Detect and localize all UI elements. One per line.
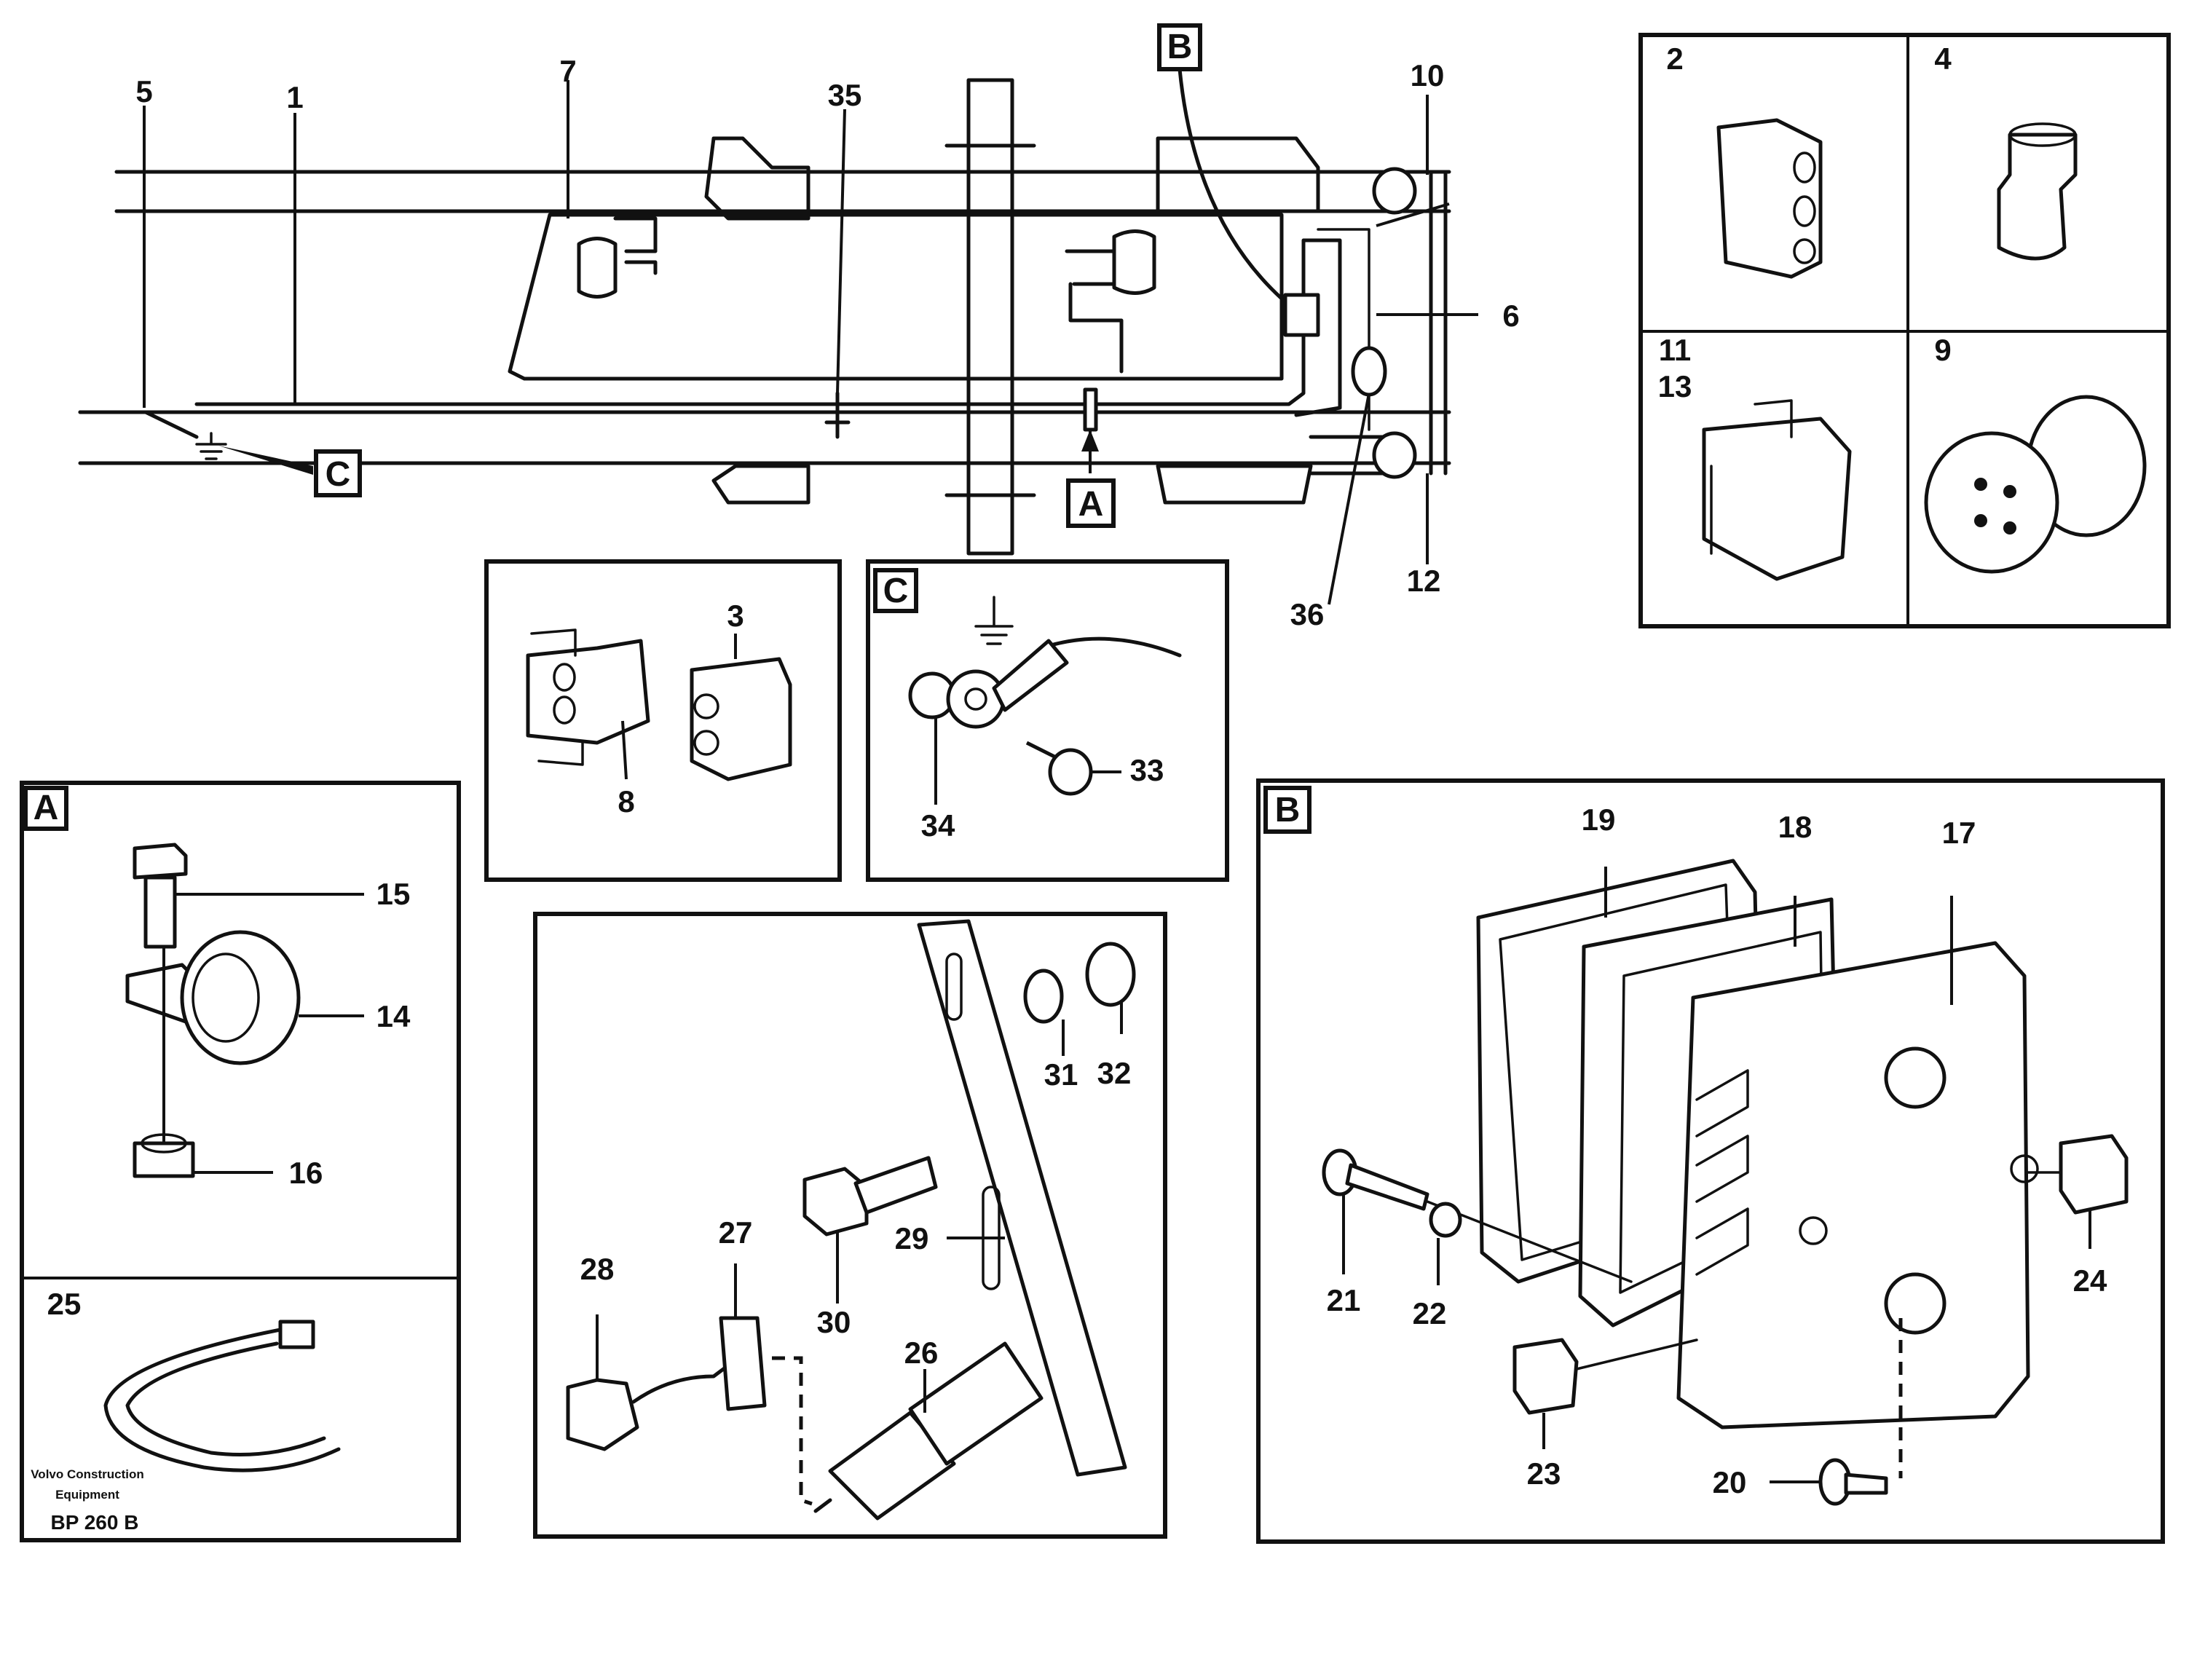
- callout-18: 18: [1778, 810, 1813, 844]
- callout-33: 33: [1130, 753, 1164, 787]
- callout-32: 32: [1097, 1056, 1132, 1090]
- detail-marker-b: B: [1167, 28, 1193, 66]
- callout-11: 11: [1659, 333, 1691, 367]
- ground-symbol-icon: [195, 432, 227, 460]
- callout-24: 24: [2073, 1263, 2107, 1298]
- detail-a-panel: [20, 781, 461, 1542]
- detail-c-label: C: [883, 572, 909, 610]
- brand-line-1: Volvo Construction: [31, 1467, 144, 1481]
- callout-15: 15: [376, 877, 411, 911]
- callout-19: 19: [1582, 802, 1616, 837]
- callout-35: 35: [828, 78, 862, 112]
- detail-c-label-box: [873, 568, 918, 613]
- switch-bracket-panel: [533, 912, 1167, 1539]
- callout-3: 3: [727, 599, 743, 633]
- connector-pair-panel: [484, 559, 842, 882]
- callout-22: 22: [1413, 1296, 1447, 1330]
- callout-9: 9: [1934, 333, 1951, 367]
- detail-marker-b-box: [1157, 23, 1202, 71]
- detail-marker-a: A: [1078, 485, 1104, 524]
- drawing-code: BP 260 B: [51, 1511, 139, 1534]
- callout-17: 17: [1942, 816, 1976, 850]
- callout-16: 16: [289, 1156, 323, 1190]
- callout-23: 23: [1527, 1456, 1561, 1491]
- callout-28: 28: [580, 1252, 615, 1286]
- callout-31: 31: [1044, 1057, 1078, 1092]
- callout-4: 4: [1934, 42, 1952, 76]
- callout-36: 36: [1290, 597, 1325, 631]
- callout-7: 7: [559, 54, 576, 88]
- detail-b-panel: [1256, 778, 2165, 1544]
- callout-12: 12: [1407, 564, 1441, 598]
- callout-25: 25: [47, 1287, 82, 1321]
- chassis-overview: [78, 67, 1478, 605]
- callout-1: 1: [286, 80, 303, 114]
- callout-29: 29: [895, 1221, 929, 1255]
- detail-b-label: B: [1275, 791, 1301, 829]
- callout-10: 10: [1411, 58, 1445, 92]
- callout-27: 27: [719, 1215, 753, 1250]
- callout-6: 6: [1502, 299, 1519, 333]
- detail-marker-c: C: [326, 455, 351, 494]
- callout-5: 5: [135, 74, 152, 109]
- callout-21: 21: [1327, 1283, 1361, 1317]
- detail-a-label: A: [33, 789, 59, 827]
- brand-line-2: Equipment: [55, 1488, 119, 1502]
- callout-2: 2: [1666, 42, 1683, 76]
- callout-26: 26: [904, 1336, 939, 1370]
- detail-b-label-box: [1263, 786, 1312, 834]
- connector-grid-panel: [1638, 33, 2171, 628]
- callout-34: 34: [921, 808, 955, 843]
- callout-20: 20: [1713, 1465, 1747, 1499]
- callout-14: 14: [376, 999, 411, 1033]
- callout-8: 8: [618, 784, 634, 819]
- detail-c-panel: [866, 559, 1229, 882]
- detail-a-label-box: [23, 786, 68, 831]
- callout-30: 30: [817, 1305, 851, 1339]
- detail-marker-a-box: [1066, 478, 1116, 528]
- callout-13: 13: [1658, 369, 1692, 403]
- detail-marker-c-box: [314, 449, 362, 497]
